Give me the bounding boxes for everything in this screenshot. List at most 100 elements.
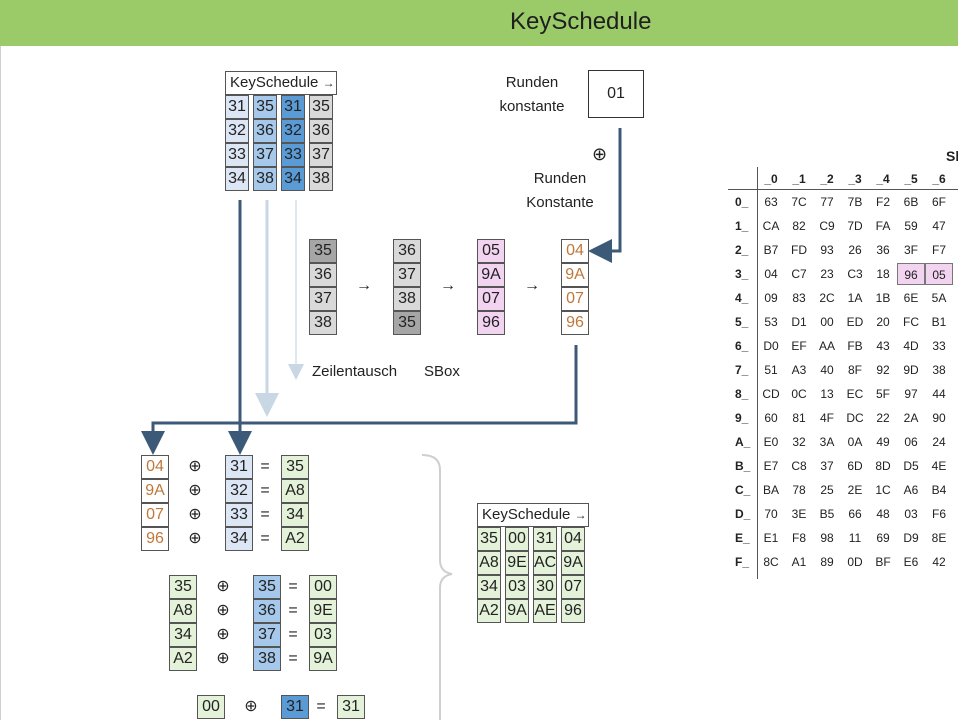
key-cell: 35 [309,95,333,119]
step-cell: 36 [309,263,337,287]
sbox-cell: 82 [792,219,806,233]
xor-icon: ⊕ [216,650,230,667]
xor-mid-cell: 38 [253,647,281,671]
sbox-cell: 7C [791,195,807,209]
sbox-cell: 43 [876,339,890,353]
equals-sign: = [288,626,298,643]
step-cell: 07 [561,287,589,311]
xor-icon: ⊕ [188,506,202,523]
sbox-row-header: 4_ [735,291,749,305]
step-cell: 36 [393,239,421,263]
equals-sign: = [316,698,326,715]
sbox-cell: C9 [819,219,835,233]
sbox-cell: D1 [791,315,807,329]
sbox-cell: CA [762,219,780,233]
sbox-cell: 90 [932,411,946,425]
brace [421,454,453,720]
sbox-cell: 23 [820,267,834,281]
result-cell: 35 [477,527,501,551]
sbox-cell: 42 [932,555,946,569]
sbox-col-header: _4 [876,172,890,186]
sbox-cell: B5 [819,507,835,521]
rcon-arrow [588,128,622,263]
sbox-cell: 37 [820,459,834,473]
equals-sign: = [260,458,270,475]
xor-mid-cell: 34 [225,527,253,551]
equals-sign: = [260,482,270,499]
xor-left-cell: A8 [169,599,197,623]
result-cell: A2 [477,599,501,623]
arrow-right-icon: → [440,277,456,294]
sbox-row-line [757,167,758,579]
result-cell: 34 [477,575,501,599]
xor-left-cell: 9A [141,479,169,503]
sbox-header-line [728,189,958,190]
key-cell: 34 [225,167,249,191]
result-cell: 96 [561,599,585,623]
sbox-cell: B1 [931,315,947,329]
sbox-row-header: E_ [735,531,750,545]
sbox-col-header: _1 [792,172,806,186]
sbox-cell: 24 [932,435,946,449]
sbox-cell: 7D [847,219,863,233]
sbox-cell: 20 [876,315,890,329]
xor-icon: ⊕ [216,578,230,595]
xor-result-cell: 03 [309,623,337,647]
sbox-col-header: _5 [904,172,918,186]
step-cell: 9A [477,263,505,287]
rotword-arrow [141,345,578,455]
equals-sign: = [288,602,298,619]
sbox-cell: 78 [792,483,806,497]
key-cell: 37 [309,143,333,167]
sbox-col-header: _0 [764,172,778,186]
sbox-cell: 36 [876,243,890,257]
sbox-cell: ED [846,315,864,329]
sbox-cell: 6B [903,195,919,209]
sbox-row-header: 6_ [735,339,749,353]
step-cell: 9A [561,263,589,287]
xor-icon: ⊕ [188,482,202,499]
sbox-label: SBox [424,363,460,380]
sbox-cell: A6 [903,483,919,497]
result-cell: 07 [561,575,585,599]
xor-result-cell: 00 [309,575,337,599]
sbox-title: Sl [946,148,958,164]
sbox-row-header: 3_ [735,267,749,281]
xor-result-cell: 31 [337,695,365,719]
xor-icon: ⊕ [188,458,202,475]
sbox-cell: 00 [820,315,834,329]
sbox-cell: F7 [931,243,946,257]
sbox-cell: 7B [847,195,863,209]
sbox-cell: 32 [792,435,806,449]
sbox-cell: 1A [847,291,863,305]
sbox-cell: 98 [820,531,834,545]
sbox-col-header: _2 [820,172,834,186]
sbox-cell: 0D [847,555,863,569]
sbox-cell: 9D [903,363,919,377]
sbox-cell: 4F [819,411,834,425]
xor-mid-cell: 33 [225,503,253,527]
key-cell: 31 [281,95,305,119]
sbox-cell: DC [846,411,864,425]
sbox-cell: D9 [903,531,919,545]
sbox-cell: 8F [847,363,862,377]
sbox-cell: FC [903,315,919,329]
equals-sign: = [260,530,270,547]
sbox-cell: 89 [820,555,834,569]
sbox-cell: 96 [897,263,925,285]
equals-sign: = [288,650,298,667]
sbox-cell: BA [762,483,779,497]
sbox-cell: B4 [931,483,947,497]
sbox-cell: B7 [763,243,779,257]
sbox-row-header: 1_ [735,219,749,233]
rcon2-label-2: Konstante [526,194,594,211]
sbox-cell: 18 [876,267,890,281]
sbox-cell: 0C [791,387,807,401]
result-table-title: KeySchedule [482,506,571,523]
key-cell: 34 [281,167,305,191]
sbox-cell: 49 [876,435,890,449]
key-cell: 35 [253,95,277,119]
step-cell: 35 [393,311,421,335]
sbox-row-header: 5_ [735,315,749,329]
xor-result-cell: A2 [281,527,309,551]
